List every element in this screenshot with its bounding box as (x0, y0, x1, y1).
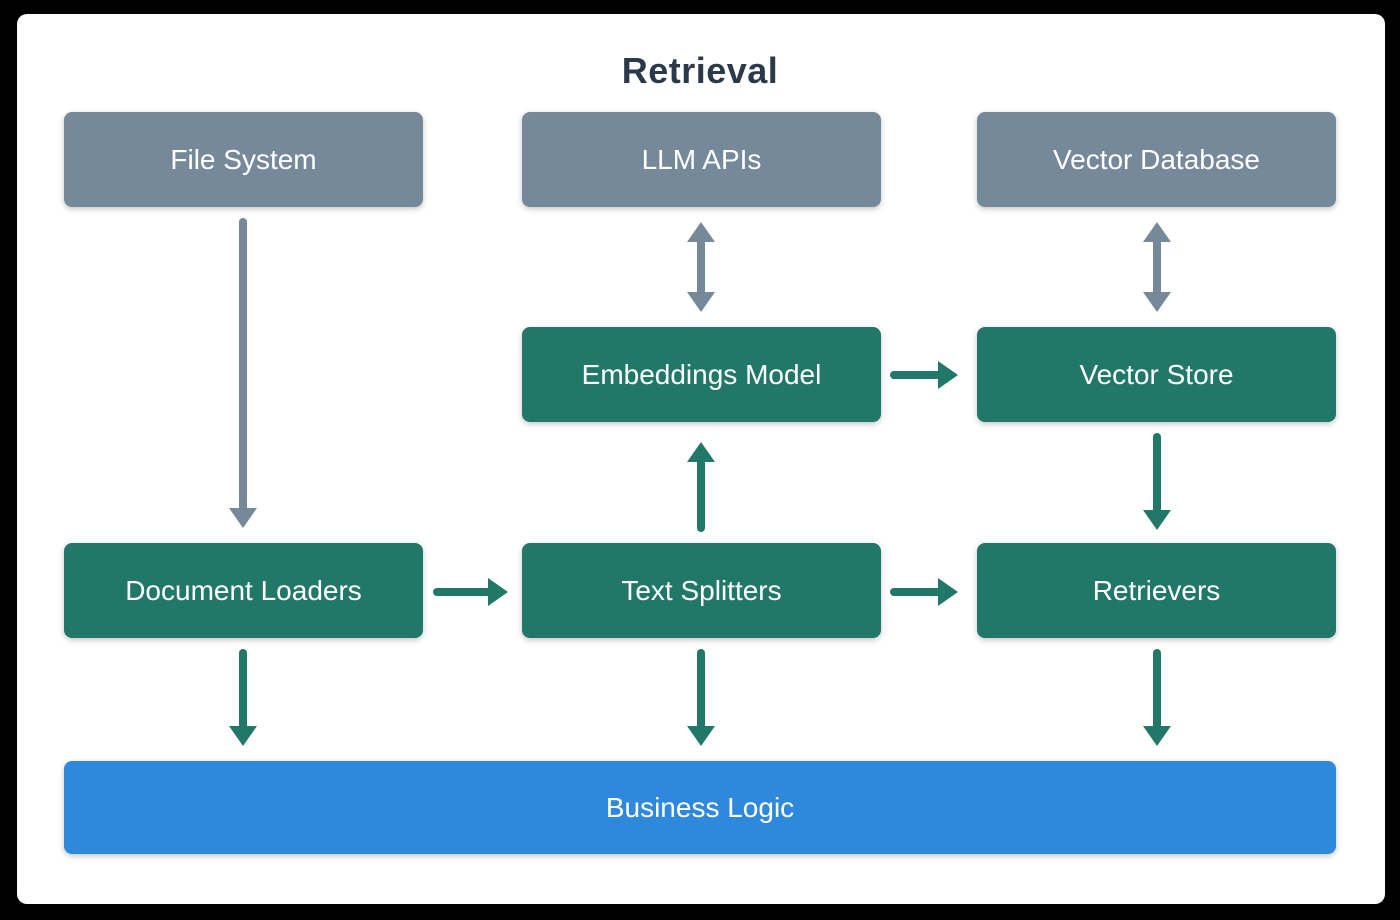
node-llm-apis: LLM APIs (522, 112, 881, 207)
node-embeddings-model: Embeddings Model (522, 327, 881, 422)
node-retrievers: Retrievers (977, 543, 1336, 638)
node-document-loaders: Document Loaders (64, 543, 423, 638)
node-text-splitters: Text Splitters (522, 543, 881, 638)
node-vector-store: Vector Store (977, 327, 1336, 422)
node-file-system: File System (64, 112, 423, 207)
node-business-logic: Business Logic (64, 761, 1336, 854)
node-vector-database: Vector Database (977, 112, 1336, 207)
diagram-title: Retrieval (621, 50, 779, 91)
